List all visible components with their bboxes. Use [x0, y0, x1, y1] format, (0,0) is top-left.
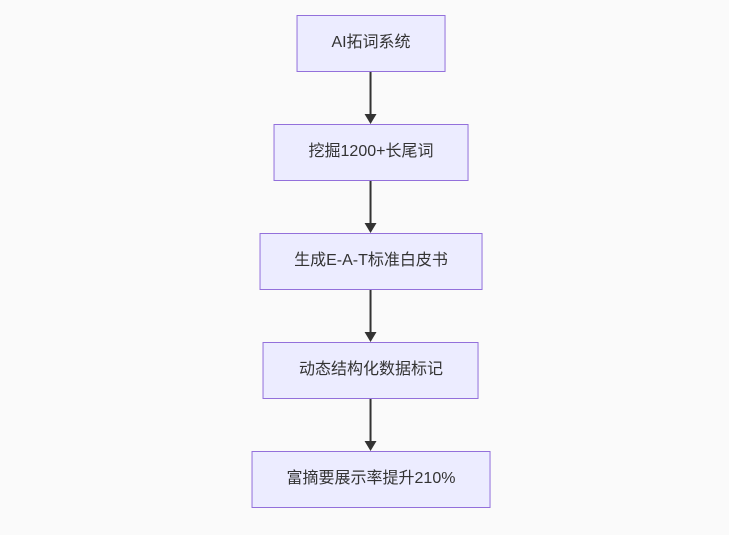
arrow-line — [370, 399, 372, 441]
arrowhead-down-icon — [365, 332, 377, 342]
arrow-line — [370, 290, 372, 332]
flowchart: AI拓词系统 挖掘1200+长尾词 生成E-A-T标准白皮书 动态结构化数据标记… — [251, 15, 491, 508]
arrow-line — [370, 181, 372, 223]
flow-edge — [365, 399, 377, 451]
flowchart-node-ai-system: AI拓词系统 — [296, 15, 446, 72]
flow-edge — [365, 181, 377, 233]
flowchart-node-longtail-mining: 挖掘1200+长尾词 — [273, 124, 469, 181]
arrowhead-down-icon — [365, 114, 377, 124]
flowchart-node-structured-data-markup: 动态结构化数据标记 — [263, 342, 479, 399]
flowchart-node-rich-snippet-result: 富摘要展示率提升210% — [251, 451, 491, 508]
arrowhead-down-icon — [365, 441, 377, 451]
arrow-line — [370, 72, 372, 114]
flow-edge — [365, 290, 377, 342]
flow-edge — [365, 72, 377, 124]
flowchart-node-eat-whitepaper: 生成E-A-T标准白皮书 — [259, 233, 483, 290]
arrowhead-down-icon — [365, 223, 377, 233]
